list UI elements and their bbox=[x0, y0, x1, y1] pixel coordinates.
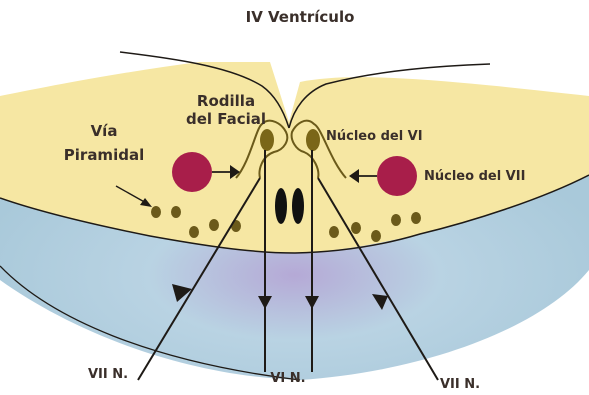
via-label-line1: Vía bbox=[91, 122, 118, 140]
nerve-vii-left-label: VII N. bbox=[88, 367, 128, 382]
nucleo-vii-label: Núcleo del VII bbox=[424, 169, 525, 184]
facial-nucleus-left bbox=[172, 152, 212, 192]
midline-oval-left bbox=[275, 188, 287, 224]
midline-oval-right bbox=[292, 188, 304, 224]
facial-nucleus-right bbox=[377, 156, 417, 196]
nerve-vii-right-label: VII N. bbox=[440, 377, 480, 391]
via-label-line2: Piramidal bbox=[64, 146, 144, 164]
nucleo-vi-label: Núcleo del VI bbox=[326, 129, 423, 144]
title-label: IV Ventrículo bbox=[246, 8, 355, 26]
rodilla-label-line2: del Facial bbox=[186, 110, 266, 128]
rodilla-label-line1: Rodilla bbox=[197, 92, 255, 110]
abducens-nucleus-left bbox=[260, 129, 274, 151]
nerve-vi-label: VI N. bbox=[270, 371, 305, 386]
abducens-nucleus-right bbox=[306, 129, 320, 151]
